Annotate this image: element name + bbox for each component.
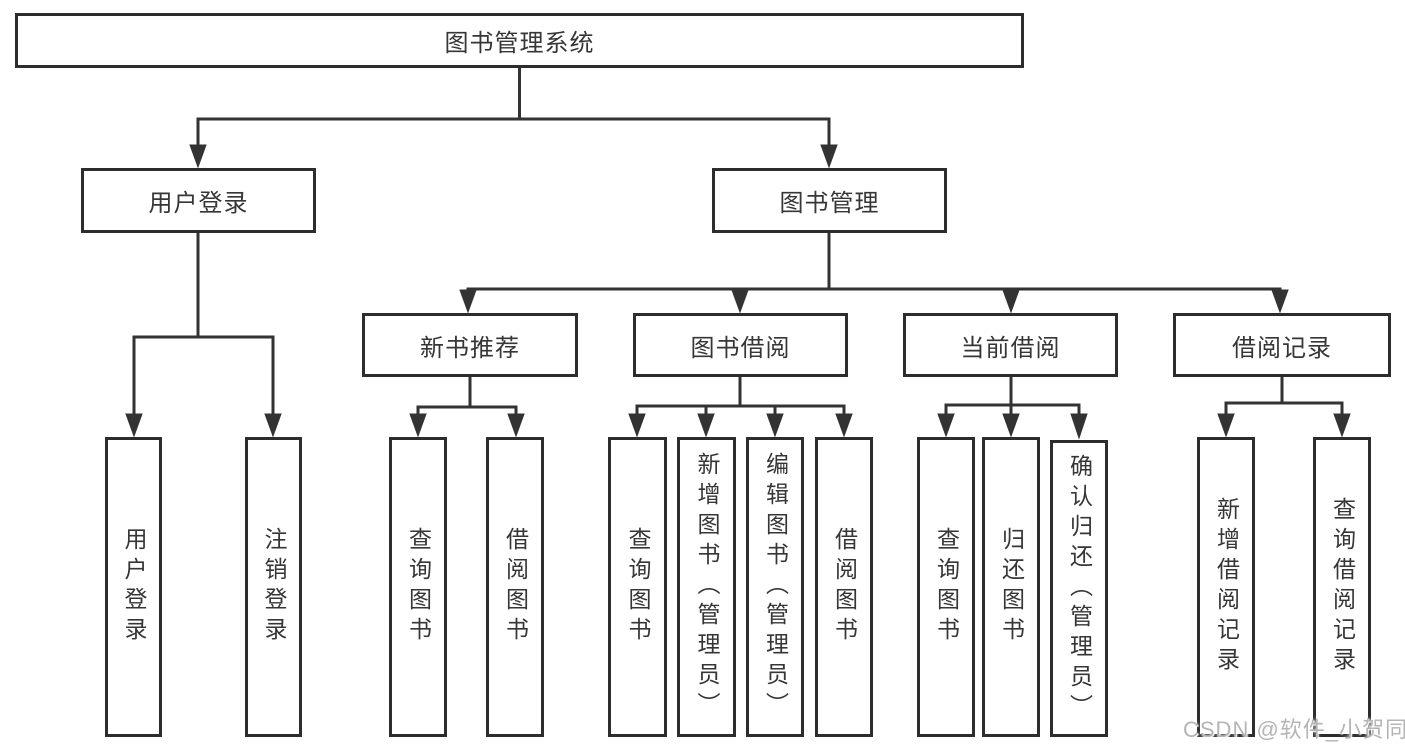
leaf-bb-add-book: 新增图书（管理员） [677, 437, 736, 737]
leaf-nb-borrow-book-label: 借阅图书 [502, 527, 529, 647]
arrow-to-cb-query [937, 413, 955, 438]
connector-borrow-records [1224, 375, 1344, 420]
leaf-br-query-record-label: 查询借阅记录 [1329, 497, 1356, 677]
node-borrow-records-label: 借阅记录 [1232, 334, 1332, 362]
node-current-borrow-label: 当前借阅 [960, 334, 1061, 362]
leaf-cb-query-book-label: 查询图书 [933, 527, 960, 647]
leaf-bb-edit-book: 编辑图书（管理员） [746, 437, 804, 737]
connector-book-mgmt [466, 231, 1282, 296]
arrow-to-user-login [189, 144, 207, 169]
node-new-book-rec-label: 新书推荐 [420, 334, 520, 362]
node-user-login: 用户登录 [81, 168, 316, 233]
arrow-to-borrow-records [1271, 289, 1289, 314]
leaf-bb-query-book-label: 查询图书 [625, 527, 651, 647]
arrow-to-nb-borrow [507, 413, 525, 438]
leaf-bb-borrow-book: 借阅图书 [815, 437, 873, 737]
leaf-cb-confirm-return-label: 确认归还（管理员） [1066, 453, 1093, 724]
node-root: 图书管理系统 [15, 13, 1024, 68]
arrow-to-bb-borrow [835, 413, 853, 438]
connector-root-trunk [196, 66, 831, 152]
leaf-cb-confirm-return: 确认归还（管理员） [1050, 440, 1108, 737]
connector-book-borrow [635, 375, 846, 420]
node-current-borrow: 当前借阅 [903, 313, 1118, 377]
leaf-logout-label: 注销登录 [261, 527, 287, 647]
leaf-br-add-record: 新增借阅记录 [1197, 437, 1255, 737]
leaf-cb-return-book-label: 归还图书 [998, 527, 1025, 647]
node-borrow-records: 借阅记录 [1173, 313, 1391, 377]
leaf-br-add-record-label: 新增借阅记录 [1213, 497, 1240, 677]
leaf-nb-borrow-book: 借阅图书 [486, 437, 544, 737]
leaf-bb-query-book: 查询图书 [608, 437, 667, 737]
arrow-to-current-borrow [1002, 289, 1020, 314]
arrow-to-bb-query [628, 413, 646, 438]
connector-user-login [132, 231, 275, 424]
arrow-to-br-query [1333, 413, 1351, 438]
leaf-user-login-label: 用户登录 [121, 527, 147, 647]
arrow-to-new-book [459, 289, 477, 314]
connector-new-book [416, 375, 518, 420]
leaf-bb-borrow-book-label: 借阅图书 [831, 527, 858, 647]
arrow-to-nb-query [409, 413, 427, 438]
arrow-to-cb-return [1002, 413, 1020, 438]
leaf-br-query-record: 查询借阅记录 [1313, 437, 1371, 737]
arrow-to-book-borrow [731, 289, 749, 314]
node-book-borrow-label: 图书借阅 [690, 334, 791, 362]
node-user-login-label: 用户登录 [148, 190, 249, 217]
leaf-cb-query-book: 查询图书 [917, 437, 975, 737]
node-book-borrow: 图书借阅 [633, 313, 848, 377]
leaf-logout: 注销登录 [245, 437, 302, 737]
arrow-to-cb-confirm [1070, 413, 1088, 440]
connector-current-borrow [944, 375, 1081, 420]
leaf-user-login: 用户登录 [105, 437, 162, 737]
arrow-to-leaf-login [125, 413, 143, 438]
arrow-to-br-add [1217, 413, 1235, 438]
arrow-to-leaf-logout [264, 413, 282, 438]
leaf-bb-add-book-label: 新增图书（管理员） [694, 452, 720, 722]
arrow-to-book-mgmt [820, 144, 838, 169]
node-book-mgmt: 图书管理 [712, 168, 947, 233]
arrow-to-bb-add [697, 413, 715, 438]
leaf-nb-query-book-label: 查询图书 [405, 527, 432, 647]
watermark-csdn: CSDN @软件_小贺同学 [1183, 717, 1405, 742]
node-new-book-rec: 新书推荐 [362, 313, 578, 377]
leaf-bb-edit-book-label: 编辑图书（管理员） [762, 452, 789, 722]
leaf-cb-return-book: 归还图书 [982, 437, 1040, 737]
leaf-nb-query-book: 查询图书 [389, 437, 447, 737]
node-book-mgmt-label: 图书管理 [779, 190, 880, 217]
node-root-label: 图书管理系统 [444, 30, 595, 57]
arrow-to-bb-edit [766, 413, 784, 438]
